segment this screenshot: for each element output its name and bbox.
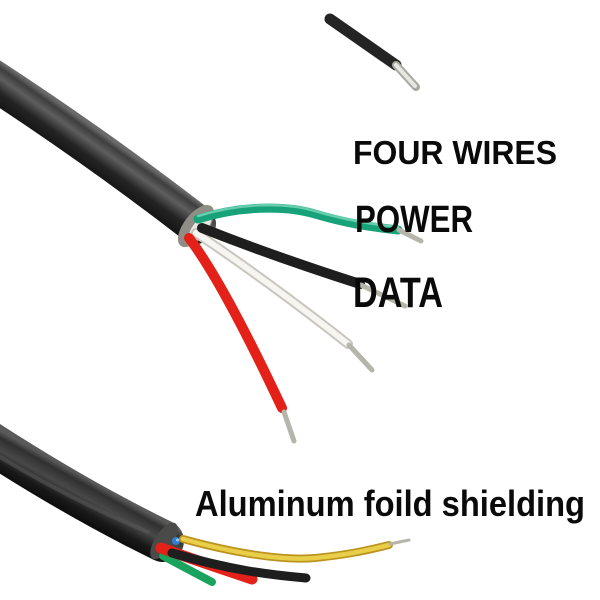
red-wire <box>184 233 297 444</box>
green-wire-shine <box>196 203 400 229</box>
white-wire-tip <box>346 342 375 373</box>
bottom-cable <box>0 423 184 562</box>
bottom-green-wire <box>159 552 216 586</box>
green-wire <box>193 203 424 244</box>
blue-wire-shine <box>176 538 179 542</box>
label-shielding: Aluminum foild shielding <box>195 483 585 524</box>
label-four-wires: FOUR WIRES <box>353 134 557 171</box>
black-wire-insulation <box>197 223 365 289</box>
black-wire <box>197 223 408 309</box>
white-wire-core <box>193 230 351 347</box>
blue-wire-dot <box>172 537 180 545</box>
stripped-wire-tip <box>394 63 417 88</box>
label-data: DATA <box>353 269 443 317</box>
label-power: POWER <box>355 199 473 241</box>
green-wire-insulation <box>193 203 403 235</box>
red-wire-tip <box>281 409 297 444</box>
red-wire-insulation <box>184 233 287 413</box>
bottom-black-wire <box>167 548 311 583</box>
bottom-cable-shine <box>0 454 150 534</box>
yellow-wire-tip <box>388 538 411 546</box>
stripped-wire <box>324 13 420 91</box>
black-wire-tip <box>358 282 408 309</box>
yellow-wire-core <box>180 536 392 561</box>
stripped-wire-insulation <box>324 13 402 71</box>
green-wire-tip <box>396 227 424 244</box>
main-cable <box>0 60 216 244</box>
yellow-wire <box>179 535 411 563</box>
white-wire <box>191 228 375 373</box>
